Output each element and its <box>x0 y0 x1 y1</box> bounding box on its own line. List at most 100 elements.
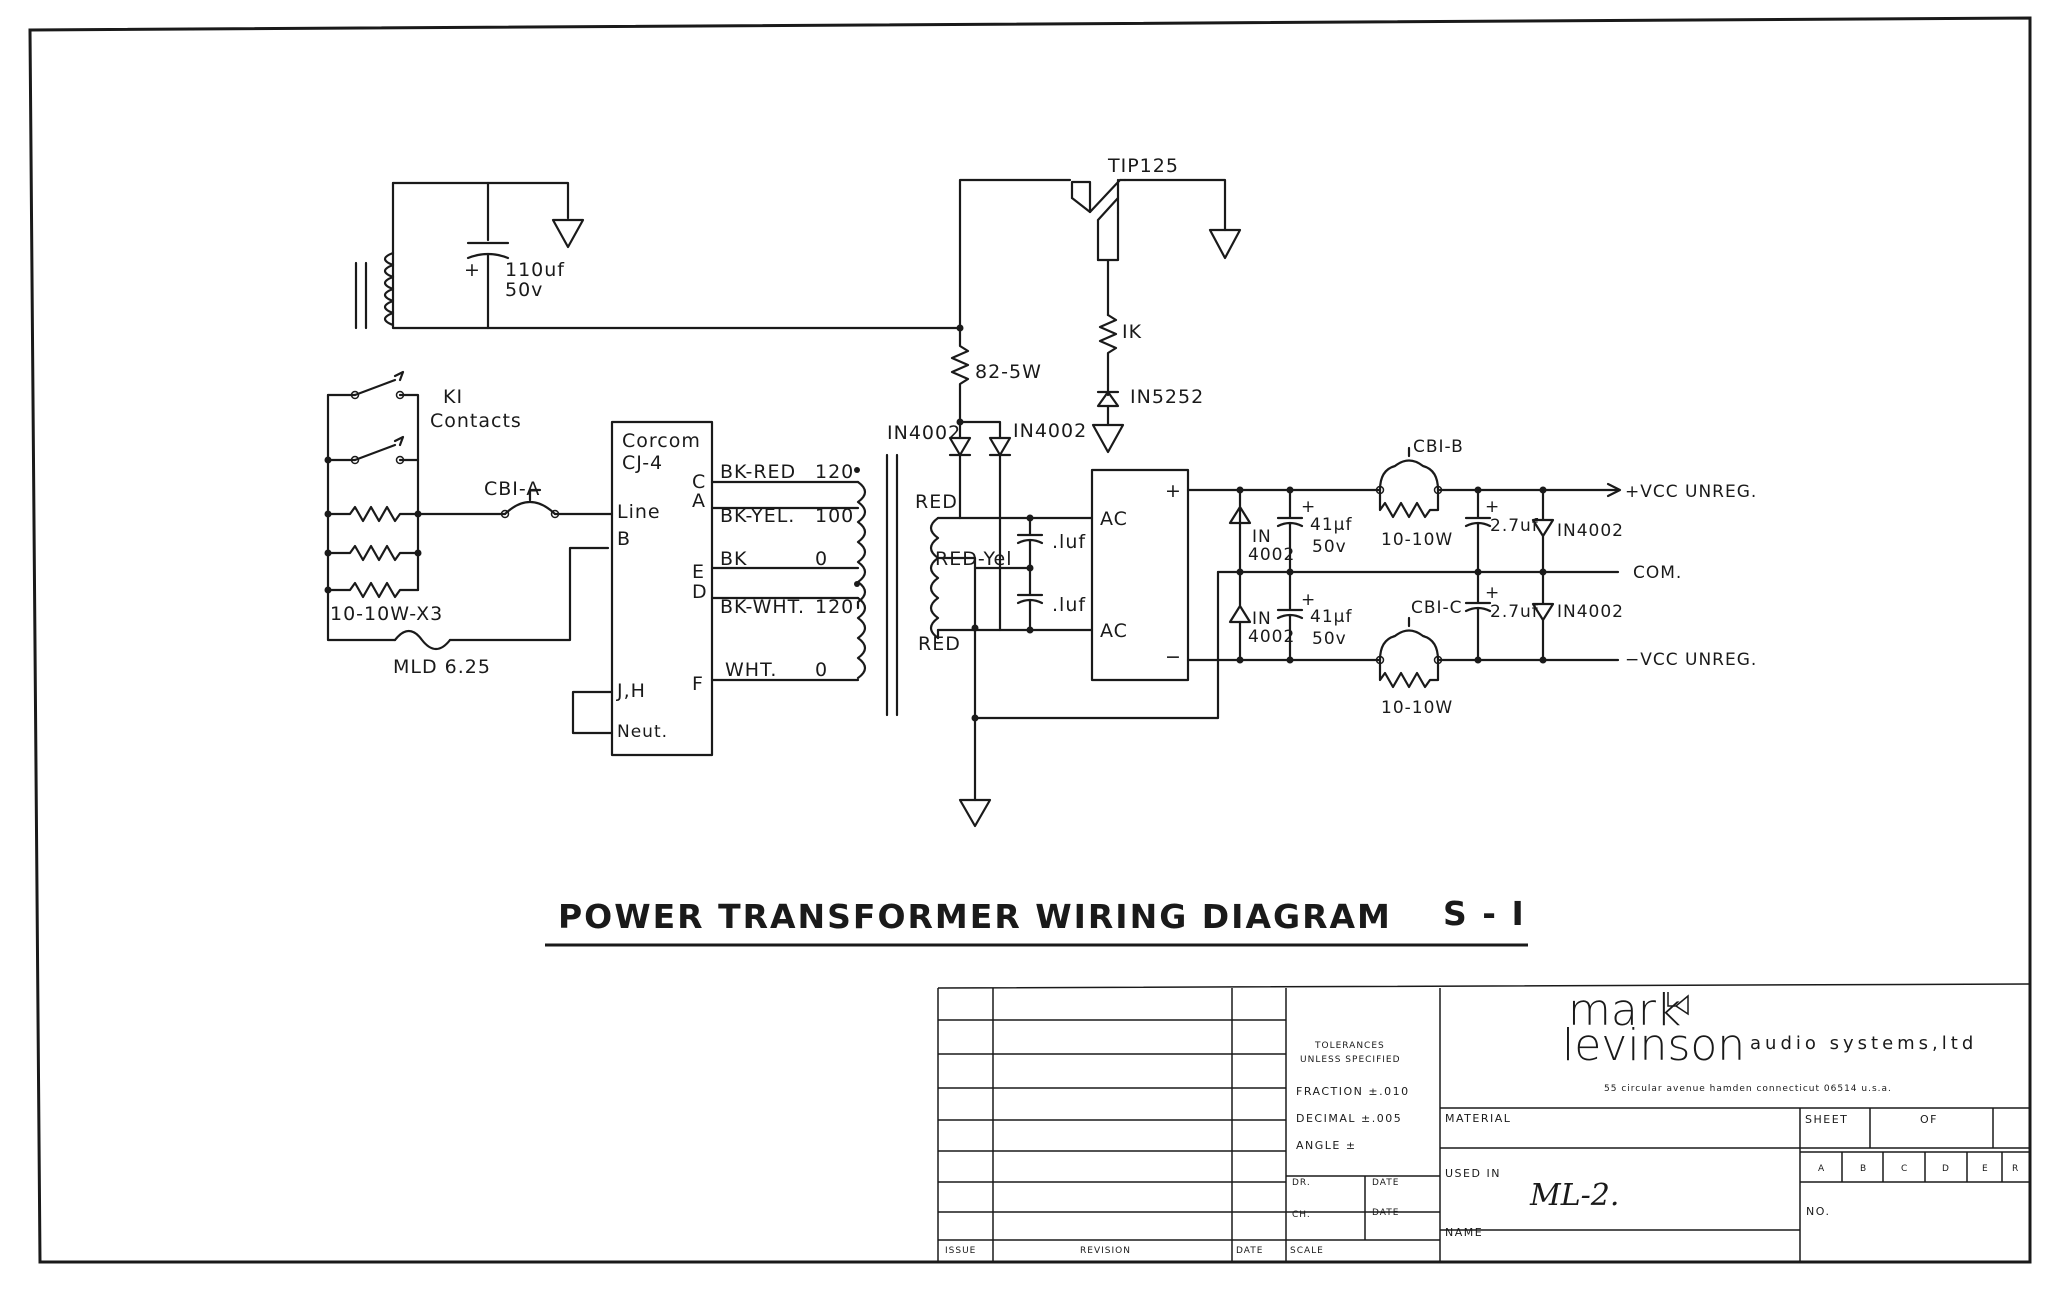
cap-1uf-b: .luf <box>1052 594 1086 616</box>
coil-filter-section: + 110uf 50v <box>354 181 962 330</box>
power-transformer: BK-RED 120 BK-YEL. 100 BK 0 BK-WHT. 120 … <box>710 453 1013 720</box>
term-c-label: C <box>692 471 706 493</box>
sheet-of-label: OF <box>1920 1113 1938 1126</box>
rev-letter-e: E <box>1982 1164 1989 1174</box>
bridge-ac-bottom: AC <box>1100 620 1128 642</box>
k1-contacts-label: Contacts <box>430 410 522 432</box>
logo-line-1: mark <box>1568 985 1681 1036</box>
regulator-section: TIP125 IK IN5252 <box>958 155 1242 454</box>
term-a-label: A <box>692 490 706 512</box>
pin-line-label: Line <box>617 501 661 523</box>
rev-letter-a: A <box>1818 1164 1825 1174</box>
res-bank-label: 10-10W-X3 <box>330 603 443 625</box>
diode-in-top-num: 4002 <box>1248 545 1295 565</box>
checked-by-label: CH. <box>1292 1210 1311 1220</box>
drawn-by-label: DR. <box>1292 1178 1311 1188</box>
line-filter-section: Corcom CJ-4 Line B J,H Neut. C A E D F <box>571 420 714 757</box>
rev-letter-c: C <box>1901 1164 1908 1174</box>
cap-110-label: 110uf <box>505 259 565 281</box>
bridge-minus: − <box>1165 646 1182 668</box>
tolerances-subheading: UNLESS SPECIFIED <box>1300 1055 1401 1065</box>
cap-41-top-volts: 50v <box>1312 537 1347 557</box>
filter-model: CJ-4 <box>622 452 663 474</box>
res-82-label: 82-5W <box>975 361 1042 383</box>
wire-wht-volts: 0 <box>815 659 828 681</box>
cap-41-bottom-plus: + <box>1301 590 1316 610</box>
wire-bk: BK <box>720 548 748 570</box>
logo-speaker-icon <box>1667 992 1689 1016</box>
diagram-title: POWER TRANSFORMER WIRING DIAGRAM <box>558 897 1392 936</box>
diode-out-top: IN4002 <box>1557 521 1624 541</box>
cap-1uf-a: .luf <box>1052 531 1086 553</box>
cap-plus-sign: + <box>464 259 481 281</box>
output-vcc-pos: +VCC UNREG. <box>1625 482 1757 502</box>
fuse-label: MLD 6.25 <box>393 656 491 678</box>
tolerance-fraction: FRACTION ±.010 <box>1296 1085 1410 1098</box>
tolerance-decimal: DECIMAL ±.005 <box>1296 1112 1402 1125</box>
pin-neut-label: Neut. <box>617 722 668 742</box>
bridge-ac-top: AC <box>1100 508 1128 530</box>
name-label: NAME <box>1445 1226 1483 1239</box>
ground-icon <box>1208 228 1242 260</box>
number-label: NO. <box>1806 1205 1830 1218</box>
breaker-a-label: CBI-A <box>484 478 540 500</box>
revision-date-label: DATE <box>1236 1246 1263 1256</box>
cap-41-bottom-volts: 50v <box>1312 629 1347 649</box>
bridge-plus: + <box>1165 480 1182 502</box>
transistor-label: TIP125 <box>1107 155 1179 177</box>
cap-41-top-plus: + <box>1301 497 1316 517</box>
pin-jh-label: J,H <box>616 680 646 702</box>
tolerance-angle: ANGLE ± <box>1296 1139 1357 1152</box>
cap-27-bottom: 2.7uf <box>1490 602 1539 622</box>
filter-brand: Corcom <box>622 430 701 452</box>
bridge-section: .luf .luf AC AC + − <box>936 468 1220 828</box>
material-label: MATERIAL <box>1445 1112 1511 1125</box>
rev-letter-d: D <box>1942 1164 1950 1174</box>
title-block: TOLERANCES UNLESS SPECIFIED FRACTION ±.0… <box>937 983 2031 1262</box>
input-switch-section: KI Contacts CBI-A 10-10W-X3 MLD 6.25 <box>324 370 614 678</box>
zener-label: IN5252 <box>1130 386 1204 408</box>
wire-bkyel: BK-YEL. <box>720 505 795 527</box>
company-subtitle: audio systems,ltd <box>1750 1033 1977 1054</box>
pin-b-label: B <box>617 528 631 550</box>
wire-wht: WHT. <box>725 659 777 681</box>
cap-41-bottom: 41µf <box>1310 607 1352 627</box>
ground-icon <box>1091 423 1125 454</box>
wire-bkwht-volts: 120 <box>815 596 854 618</box>
company-address: 55 circular avenue hamden connecticut 06… <box>1604 1084 1892 1094</box>
res-top-label: 10-10W <box>1381 530 1453 550</box>
sheet-label: SHEET <box>1805 1113 1848 1126</box>
used-in-label: USED IN <box>1445 1167 1501 1180</box>
diode-out-bottom: IN4002 <box>1557 602 1624 622</box>
output-com: COM. <box>1633 563 1682 583</box>
scale-label: SCALE <box>1290 1246 1324 1256</box>
wire-bk-volts: 0 <box>815 548 828 570</box>
logo-line-2: levinson <box>1562 1020 1745 1071</box>
cap-27-top: 2.7uf <box>1490 516 1539 536</box>
output-rails-section: IN 4002 IN 4002 + + 41µf 50v 41µf 50v CB… <box>1186 437 1757 718</box>
wire-bkred: BK-RED <box>720 461 796 483</box>
res-1k-label: IK <box>1122 321 1142 343</box>
used-in-value: ML-2. <box>1529 1178 1619 1213</box>
drawn-date-label: DATE <box>1372 1178 1399 1188</box>
cap-27-top-plus: + <box>1485 497 1500 517</box>
breaker-b-label: CBI-B <box>1413 437 1464 457</box>
checked-date-label: DATE <box>1372 1208 1399 1218</box>
sheet-border <box>28 16 2032 1264</box>
output-vcc-neg: −VCC UNREG. <box>1625 650 1757 670</box>
cap-27-bottom-plus: + <box>1485 583 1500 603</box>
ground-icon <box>958 798 992 828</box>
wire-bkred-volts: 120 <box>815 461 854 483</box>
diode-in-bottom-num: 4002 <box>1248 627 1295 647</box>
secondary-red-top: RED <box>915 491 958 513</box>
term-d-label: D <box>692 581 708 603</box>
cap-41-top: 41µf <box>1310 515 1352 535</box>
term-f-label: F <box>692 673 704 695</box>
revision-label: REVISION <box>1080 1246 1131 1256</box>
diode-a-label: IN4002 <box>887 422 961 444</box>
wire-bkwht: BK-WHT. <box>720 596 805 618</box>
tolerances-heading: TOLERANCES <box>1314 1041 1385 1051</box>
wire-bkyel-volts: 100 <box>815 505 854 527</box>
secondary-red-yel: RED-Yel <box>935 548 1013 570</box>
